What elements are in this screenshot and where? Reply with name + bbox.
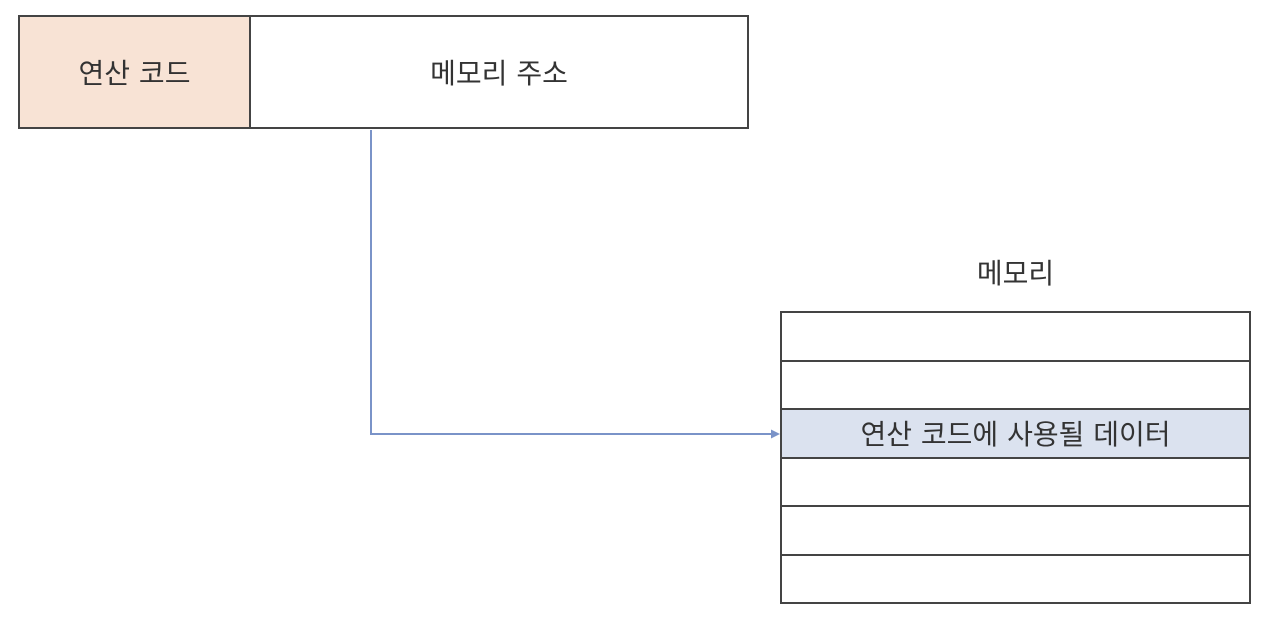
memory-row	[782, 456, 1249, 506]
opcode-field: 연산 코드	[20, 17, 251, 127]
memory-row-data: 연산 코드에 사용될 데이터	[782, 408, 1249, 457]
arrow-head-icon	[771, 429, 780, 439]
memory-title: 메모리	[976, 257, 1055, 290]
memory-block: 연산 코드에 사용될 데이터	[780, 311, 1251, 604]
memory-row	[782, 505, 1249, 554]
memory-address-field: 메모리 주소	[251, 17, 747, 127]
arrow-line	[370, 130, 772, 435]
memory-row	[782, 553, 1249, 603]
memory-row	[782, 359, 1249, 409]
memory-row	[782, 313, 1249, 360]
instruction-format: 연산 코드 메모리 주소	[18, 15, 749, 129]
